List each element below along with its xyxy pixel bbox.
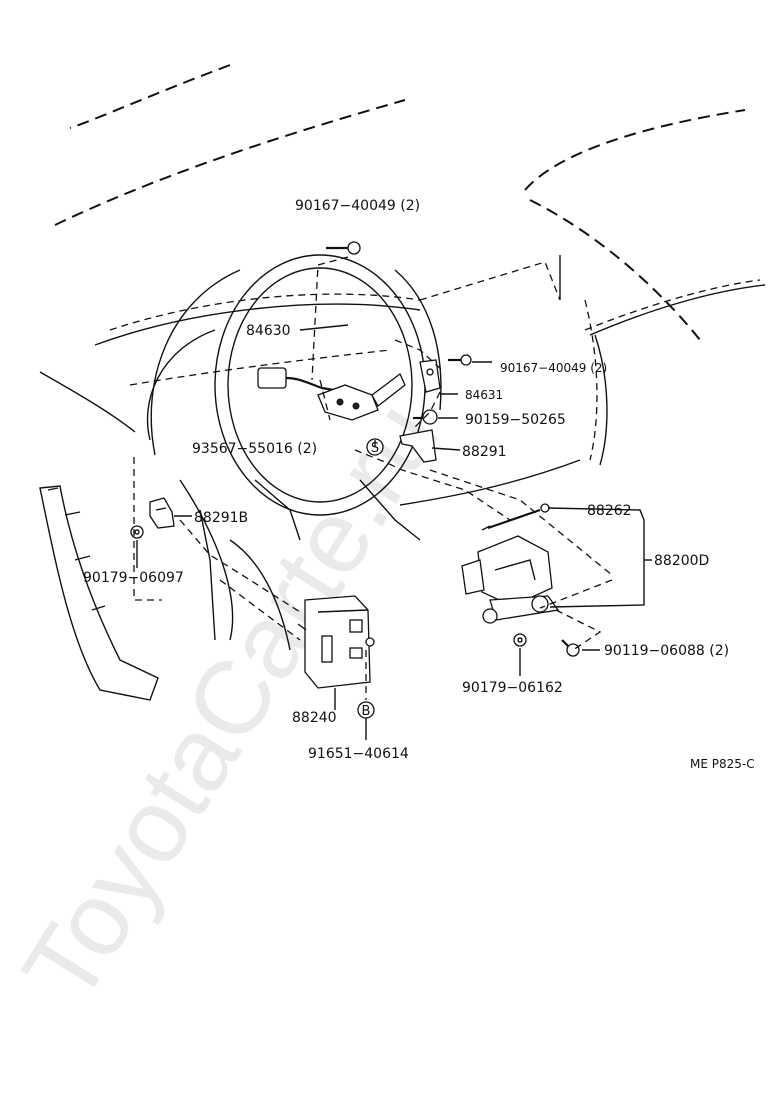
figure-code: ME P825-C (690, 757, 755, 771)
b-marker: B (357, 701, 375, 719)
label-88291b: 88291B (194, 510, 248, 526)
bracket-88291 (399, 429, 437, 463)
label-90167-top: 90167−40049 (2) (295, 198, 420, 214)
label-90179-left: 90179−06097 (83, 570, 184, 586)
computer-88240 (297, 595, 375, 689)
label-88262: 88262 (587, 503, 632, 519)
bolt-90119 (561, 639, 580, 657)
label-88240: 88240 (292, 710, 337, 726)
label-90179-mid: 90179−06162 (462, 680, 563, 696)
screw-90167-top (326, 241, 361, 255)
label-93567: 93567−55016 (2) (192, 441, 317, 457)
actuator-88200d (461, 535, 560, 624)
dashboard-outline (39, 64, 766, 506)
accelerator-pedal (39, 485, 159, 701)
label-88200d: 88200D (654, 553, 709, 569)
label-90167-right: 90167−40049 (2) (500, 361, 607, 375)
nut-90179-left (130, 525, 144, 539)
leader-lines (133, 256, 652, 740)
cruise-switch (257, 367, 406, 421)
label-91651: 91651−40614 (308, 746, 409, 762)
screw-90167-right (448, 354, 472, 366)
lower-dash (179, 479, 421, 651)
label-88291: 88291 (462, 444, 507, 460)
svg-text:S: S (371, 441, 379, 456)
label-84631: 84631 (465, 388, 503, 402)
label-84630: 84630 (246, 323, 291, 339)
label-90119: 90119−06088 (2) (604, 643, 729, 659)
watermark: ToyotaCarte.ru (1, 382, 461, 1022)
svg-text:B: B (362, 704, 371, 719)
bracket-84631 (419, 359, 441, 393)
screw-90159 (413, 409, 438, 425)
nut-90179-mid (513, 633, 527, 647)
bracket-88291b (149, 497, 175, 529)
label-90159: 90159−50265 (465, 412, 566, 428)
